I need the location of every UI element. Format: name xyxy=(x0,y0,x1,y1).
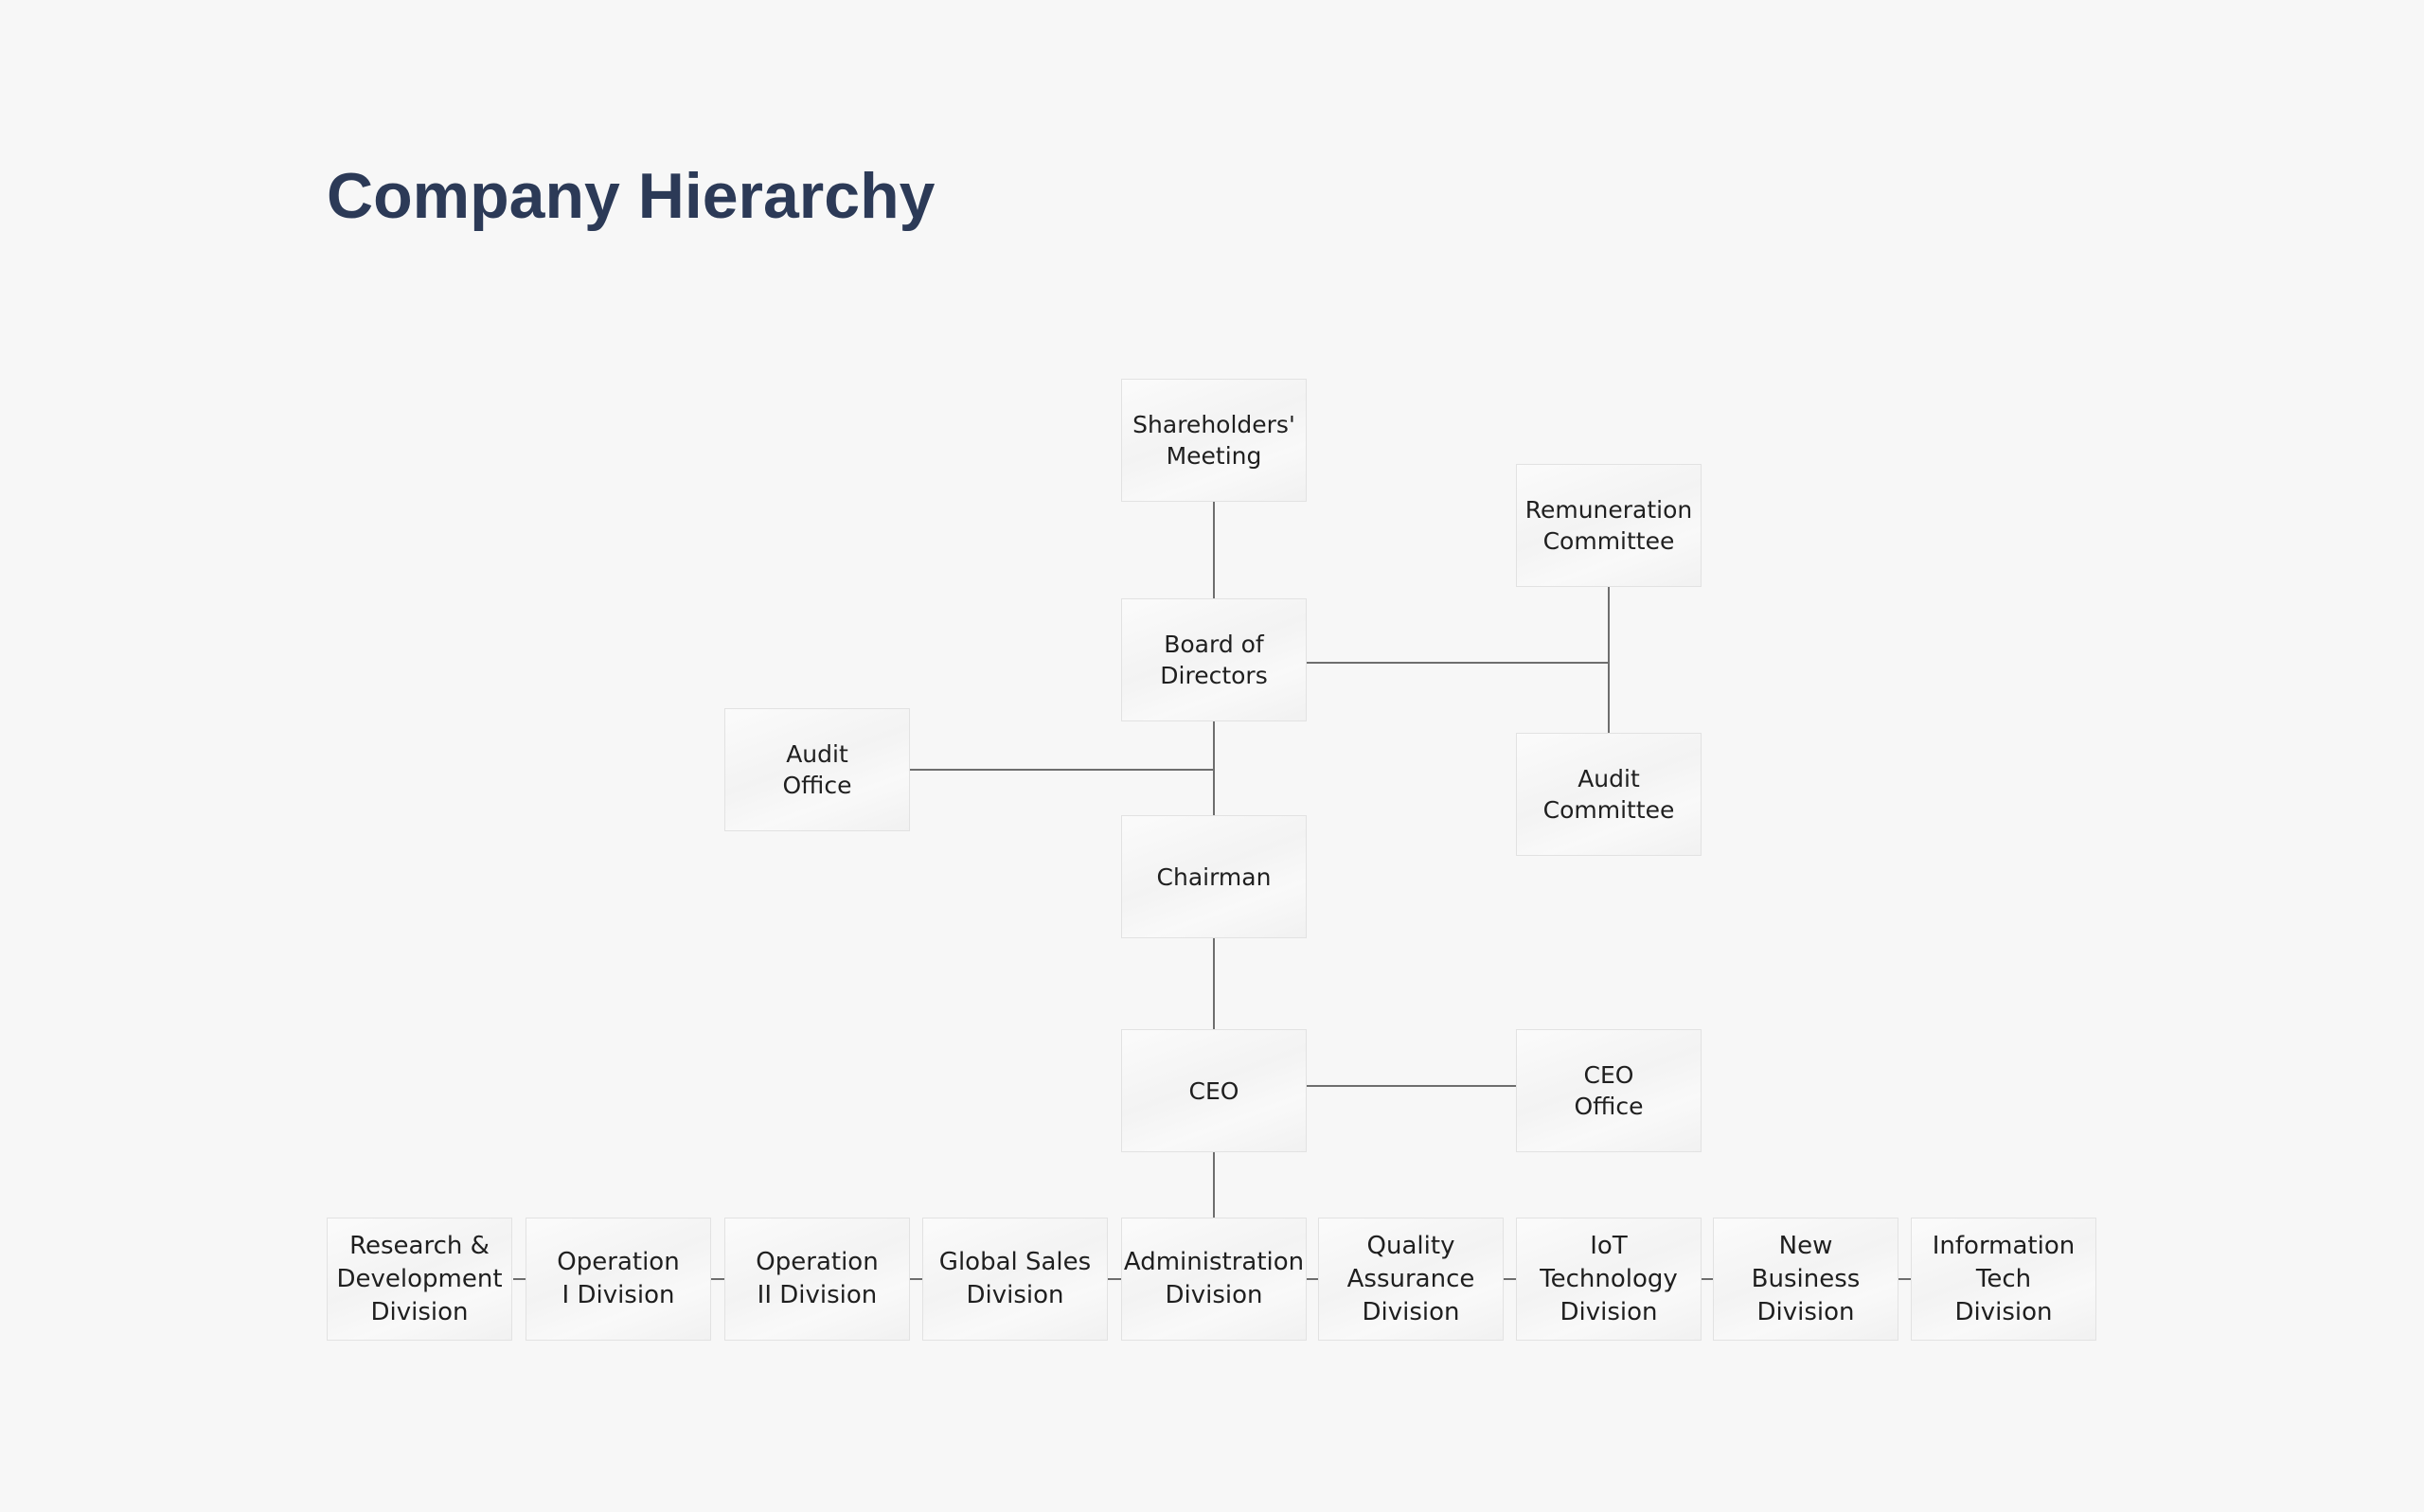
node-chairman: Chairman xyxy=(1121,815,1307,938)
node-label: CEO Office xyxy=(1574,1061,1644,1120)
node-remuneration-committee: Remuneration Committee xyxy=(1516,464,1702,587)
node-label: CEO xyxy=(1188,1076,1239,1105)
node-division-information-tech: Information Tech Division xyxy=(1911,1218,2096,1341)
node-division-quality-assurance: Quality Assurance Division xyxy=(1318,1218,1504,1341)
node-label: Audit Committee xyxy=(1542,765,1675,824)
node-division-operation-2: Operation II Division xyxy=(724,1218,910,1341)
node-shareholders-meeting: Shareholders' Meeting xyxy=(1121,379,1307,502)
node-audit-committee: Audit Committee xyxy=(1516,733,1702,856)
node-label: Quality Assurance Division xyxy=(1346,1231,1475,1326)
page-title: Company Hierarchy xyxy=(327,160,936,232)
node-label: Shareholders' Meeting xyxy=(1132,411,1295,470)
node-label: Operation II Division xyxy=(756,1248,879,1309)
node-label: Global Sales Division xyxy=(938,1248,1092,1309)
node-division-administration: Administration Division xyxy=(1121,1218,1307,1341)
node-label: Board of Directors xyxy=(1160,631,1268,689)
node-label: Operation I Division xyxy=(557,1248,680,1309)
node-ceo: CEO xyxy=(1121,1029,1307,1152)
node-division-new-business: New Business Division xyxy=(1713,1218,1898,1341)
node-division-iot-technology: IoT Technology Division xyxy=(1516,1218,1702,1341)
node-label: Chairman xyxy=(1156,863,1272,891)
node-audit-office: Audit Office xyxy=(724,708,910,831)
node-label: Research & Development Division xyxy=(336,1231,503,1326)
node-label: IoT Technology Division xyxy=(1540,1231,1678,1326)
node-label: New Business Division xyxy=(1751,1231,1861,1326)
node-label: Remuneration Committee xyxy=(1524,496,1693,555)
node-division-global-sales: Global Sales Division xyxy=(922,1218,1108,1341)
node-board-of-directors: Board of Directors xyxy=(1121,598,1307,721)
node-label: Administration Division xyxy=(1123,1248,1305,1309)
node-division-operation-1: Operation I Division xyxy=(526,1218,711,1341)
node-label: Information Tech Division xyxy=(1932,1231,2076,1326)
node-ceo-office: CEO Office xyxy=(1516,1029,1702,1152)
node-division-research-development: Research & Development Division xyxy=(327,1218,512,1341)
node-label: Audit Office xyxy=(782,740,852,799)
